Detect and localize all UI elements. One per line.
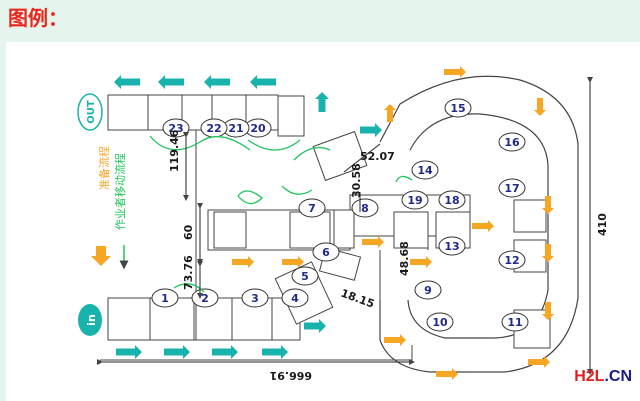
orange-arrow-mid-2 [282, 256, 304, 268]
teal-arrow-bottom-1 [116, 345, 142, 359]
watermark-suffix: .CN [604, 368, 632, 385]
station-circle-15 [444, 98, 472, 118]
station-circle-4 [281, 288, 309, 308]
station-label-15: 15 [450, 102, 465, 115]
station-label-9: 9 [424, 284, 432, 297]
dim-410: 410 [596, 213, 609, 236]
station-label-4: 4 [291, 292, 299, 305]
station-label-21: 21 [228, 122, 243, 135]
station-label-3: 3 [251, 292, 259, 305]
station-circle-10 [426, 312, 454, 332]
station-label-7: 7 [308, 202, 316, 215]
worker-circles [151, 98, 529, 332]
dim-18-15: 18.15 [339, 287, 376, 311]
station-circle-11 [501, 312, 529, 332]
orange-arrow-mid-4 [410, 256, 432, 268]
station-label-11: 11 [507, 316, 522, 329]
dim-666-91: 666.91 [270, 369, 312, 382]
in-marker: in [78, 304, 102, 336]
station-label-22: 22 [206, 122, 221, 135]
station-label-2: 2 [201, 292, 209, 305]
out-marker: OUT [77, 93, 103, 131]
dim-52-07: 52.07 [360, 150, 395, 163]
station-circle-17 [498, 178, 526, 198]
orange-arrow-right-1 [534, 98, 546, 116]
orange-arrow-mid-5 [472, 220, 494, 232]
dim-48-68: 48.68 [398, 241, 411, 276]
dim-30-58: 30.58 [350, 163, 363, 198]
station-circle-14 [411, 160, 439, 180]
station-label-1: 1 [161, 292, 169, 305]
station-label-20: 20 [250, 122, 266, 135]
station-circle-8 [351, 198, 379, 218]
teal-arrow-diag [360, 123, 382, 137]
station-label-8: 8 [361, 202, 369, 215]
station-circle-19 [401, 190, 429, 210]
legend-orange-arrow-icon [91, 246, 111, 266]
teal-arrow-top-3 [204, 75, 230, 89]
station-label-13: 13 [444, 240, 459, 253]
legend-title: 图例： [8, 6, 68, 30]
station-label-23: 23 [168, 122, 183, 135]
station-label-19: 19 [407, 194, 422, 207]
station-label-10: 10 [432, 316, 448, 329]
teal-arrow-up [315, 92, 329, 112]
top-row-boxes [107, 94, 368, 182]
orange-arrow-top-left [384, 104, 396, 122]
orange-arrow-right-3 [542, 244, 554, 262]
station-label-14: 14 [417, 164, 433, 177]
station-label-18: 18 [444, 194, 459, 207]
station-label-16: 16 [504, 136, 520, 149]
station-circle-5 [291, 266, 319, 286]
station-circle-12 [498, 250, 526, 270]
station-circle-1 [151, 288, 179, 308]
station-circle-18 [438, 190, 466, 210]
teal-arrow-bottom-3 [212, 345, 238, 359]
material-flow-arrows [114, 75, 382, 359]
dim-119-46: 119.46 [168, 129, 181, 172]
station-circle-3 [241, 288, 269, 308]
orange-arrow-mid-3 [362, 236, 384, 248]
station-circle-7 [298, 198, 326, 218]
orange-arrow-bottom-right [528, 356, 550, 368]
dim-60: 60 [182, 224, 195, 240]
orange-arrow-top-right [444, 66, 466, 78]
orange-arrow-bottom-mid [436, 368, 458, 380]
station-circle-6 [312, 242, 340, 262]
orange-arrow-right-2 [542, 196, 554, 214]
station-label-17: 17 [504, 182, 519, 195]
out-label: OUT [86, 100, 97, 124]
legend-material-text: 准备流程 [97, 146, 111, 190]
orange-arrow-bottom-left [384, 334, 406, 346]
teal-arrow-top-1 [114, 75, 140, 89]
orange-arrow-mid-1 [232, 256, 254, 268]
teal-arrow-bottom-2 [164, 345, 190, 359]
orange-arrow-right-4 [542, 302, 554, 320]
teal-arrow-top-4 [250, 75, 276, 89]
dim-73-76: 73.76 [182, 255, 195, 290]
station-label-5: 5 [301, 270, 309, 283]
watermark: H2L.CN [574, 368, 632, 386]
teal-arrow-top-2 [158, 75, 184, 89]
station-circle-9 [414, 280, 442, 300]
station-circle-13 [438, 236, 466, 256]
in-label: in [85, 314, 98, 326]
legend: 准备流程 作业者移动流程 [91, 146, 129, 270]
dimension-lines [97, 77, 593, 375]
station-circle-23 [162, 118, 190, 138]
station-label-6: 6 [322, 246, 330, 259]
teal-arrow-bottom-5 [304, 319, 326, 333]
legend-worker-text: 作业者移动流程 [113, 153, 127, 230]
watermark-brand: H2L [574, 368, 605, 385]
teal-arrow-bottom-4 [262, 345, 288, 359]
station-circle-16 [498, 132, 526, 152]
orange-flow-arrows [232, 66, 554, 380]
station-label-12: 12 [504, 254, 519, 267]
